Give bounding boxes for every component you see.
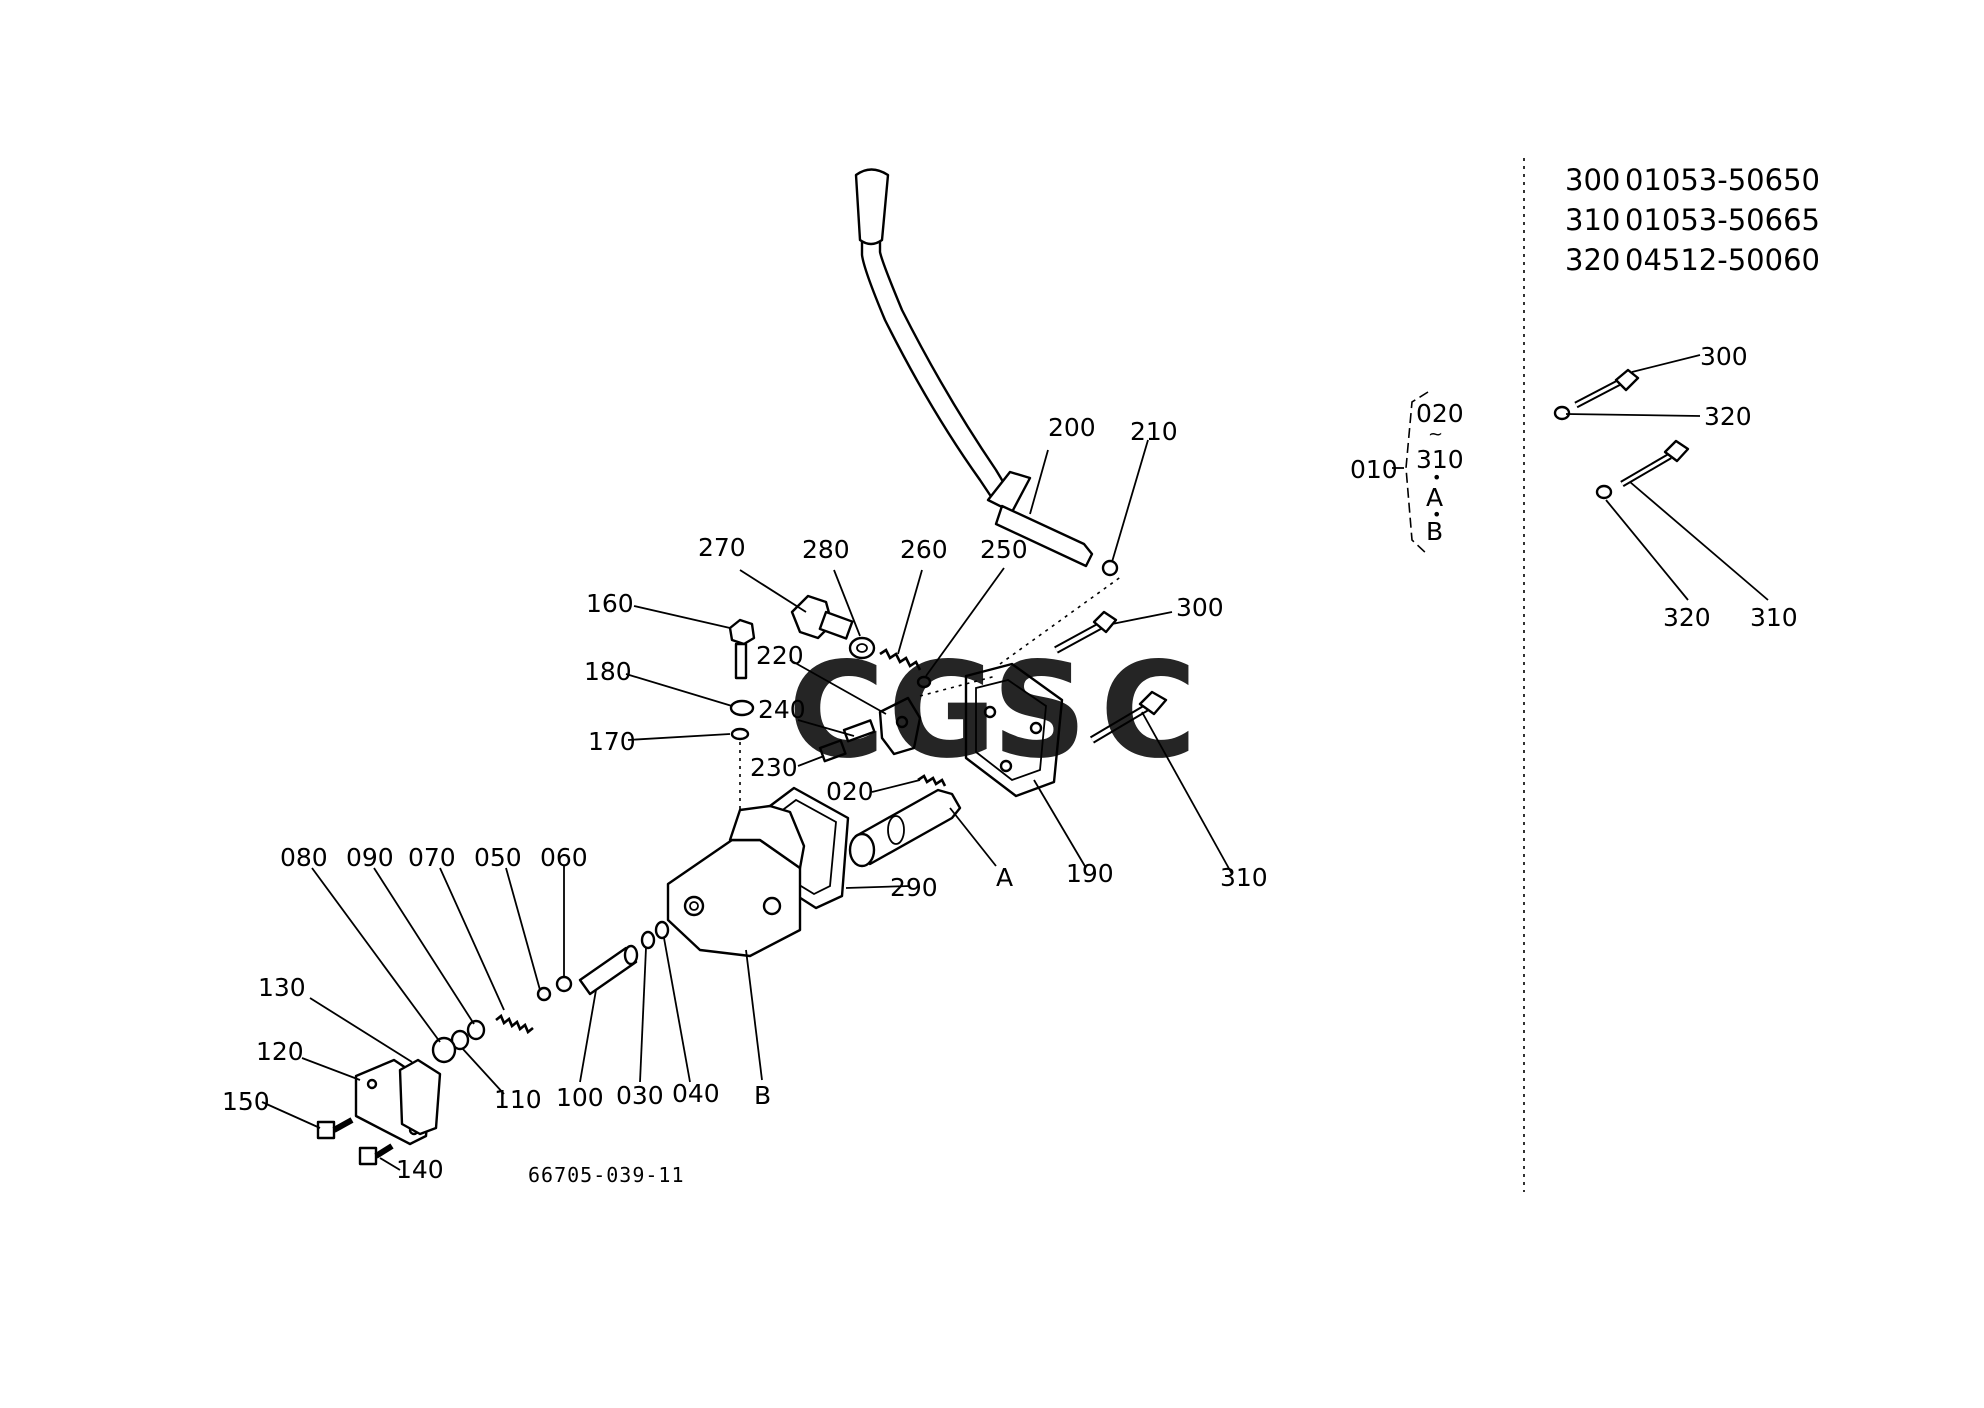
callout-310: 310 [1220,863,1268,892]
callout-240: 240 [758,695,806,724]
callout-070: 070 [408,843,456,872]
callout-B: B [754,1081,771,1110]
part-number-320: 04512-50060 [1625,243,1820,277]
callout-080: 080 [280,843,328,872]
seat-050 [536,986,552,1002]
assembly-item-2: ~ [1428,424,1443,445]
spring-020 [917,774,947,787]
callout-140: 140 [396,1155,444,1184]
callout-290: 290 [890,873,938,902]
callout-200: 200 [1048,413,1096,442]
ref-number-300: 300 [1565,163,1620,197]
callout-120: 120 [256,1037,304,1066]
lever-knob [854,168,890,246]
bolt-150 [316,1117,354,1140]
callout-320-detail-b: 320 [1663,603,1711,632]
washer-280 [848,636,876,660]
callout-210: 210 [1130,417,1178,446]
callout-300-detail: 300 [1700,342,1748,371]
watermark-letter-c1: C [788,634,885,788]
assembly-item-5: A [1426,483,1443,512]
bolt-300 [1054,610,1118,654]
ref-number-320: 320 [1565,243,1620,277]
callout-100: 100 [556,1083,604,1112]
oring-170 [730,727,750,741]
ring-040 [654,920,670,940]
assembly-item-6: • [1432,505,1441,524]
callout-050: 050 [474,843,522,872]
spring-070 [495,1013,534,1035]
callout-150: 150 [222,1087,270,1116]
watermark-letter-c2: C [1100,634,1197,788]
ref-number-310: 310 [1565,203,1620,237]
callout-110: 110 [494,1085,542,1114]
callout-230: 230 [750,753,798,782]
ball-060 [555,975,573,993]
callout-220: 220 [756,641,804,670]
washer-090 [466,1019,486,1041]
watermark-letter-g: G [888,634,996,788]
ball-250 [916,675,932,689]
bolt-detail-group: 300 320 320 310 [1553,342,1798,632]
leader-lines [261,439,1233,1171]
part-number-310: 01053-50665 [1625,203,1820,237]
sleeve-100 [578,944,639,996]
callout-300: 300 [1176,593,1224,622]
control-lever-200 [854,168,1119,577]
spring-260 [879,648,922,671]
washer-180 [729,699,755,717]
bolt-230 [818,739,847,763]
assembly-item-4: • [1432,468,1441,487]
watermark-logo: C G S C [788,634,1197,788]
watermark-letter-s: S [992,634,1087,788]
nut-080 [431,1036,457,1064]
drawing-number: 66705-039-11 [528,1163,685,1187]
callout-090: 090 [346,843,394,872]
pin-210 [1101,559,1119,577]
gasket-130 [398,1058,442,1136]
callout-A: A [996,863,1013,892]
part-number-300: 01053-50650 [1625,163,1820,197]
callout-130: 130 [258,973,306,1002]
bolt-140 [358,1143,394,1166]
bolt-310 [1089,690,1168,744]
washer-320-detail-b [1595,484,1613,500]
bolt-160 [728,618,756,680]
callout-030: 030 [616,1081,664,1110]
plug-270 [790,594,854,640]
callout-040: 040 [672,1079,720,1108]
ring-030 [640,930,656,950]
callout-180: 180 [584,657,632,686]
assembly-item-3: 310 [1416,445,1464,474]
callout-020: 020 [826,777,874,806]
bolt-300-detail [1574,368,1640,409]
callout-190: 190 [1066,859,1114,888]
callout-310-detail: 310 [1750,603,1798,632]
callout-labels: 200 210 270 280 260 250 160 220 180 240 … [222,413,1268,1184]
washer-320-detail-a [1553,405,1571,421]
callout-280: 280 [802,535,850,564]
callout-270: 270 [698,533,746,562]
callout-320-detail-a: 320 [1704,402,1752,431]
reference-table: 300 01053-50650 310 01053-50665 320 0451… [1565,163,1820,277]
shim-110 [450,1029,470,1051]
valve-body-B [666,804,806,958]
callout-260: 260 [900,535,948,564]
callout-160: 160 [586,589,634,618]
assembly-item-7: B [1426,517,1443,546]
arm-220 [878,696,922,756]
callout-170: 170 [588,727,636,756]
bolt-310-detail [1620,439,1690,488]
valve-cover-190 [964,662,1064,798]
assembly-parent-label: 010 [1350,455,1398,484]
assembly-item-1: 020 [1416,399,1464,428]
assembly-bracket: 010 020 ~ 310 • A • B [1350,391,1464,556]
callout-250: 250 [980,535,1028,564]
callout-060: 060 [540,843,588,872]
spool-A [848,788,962,868]
